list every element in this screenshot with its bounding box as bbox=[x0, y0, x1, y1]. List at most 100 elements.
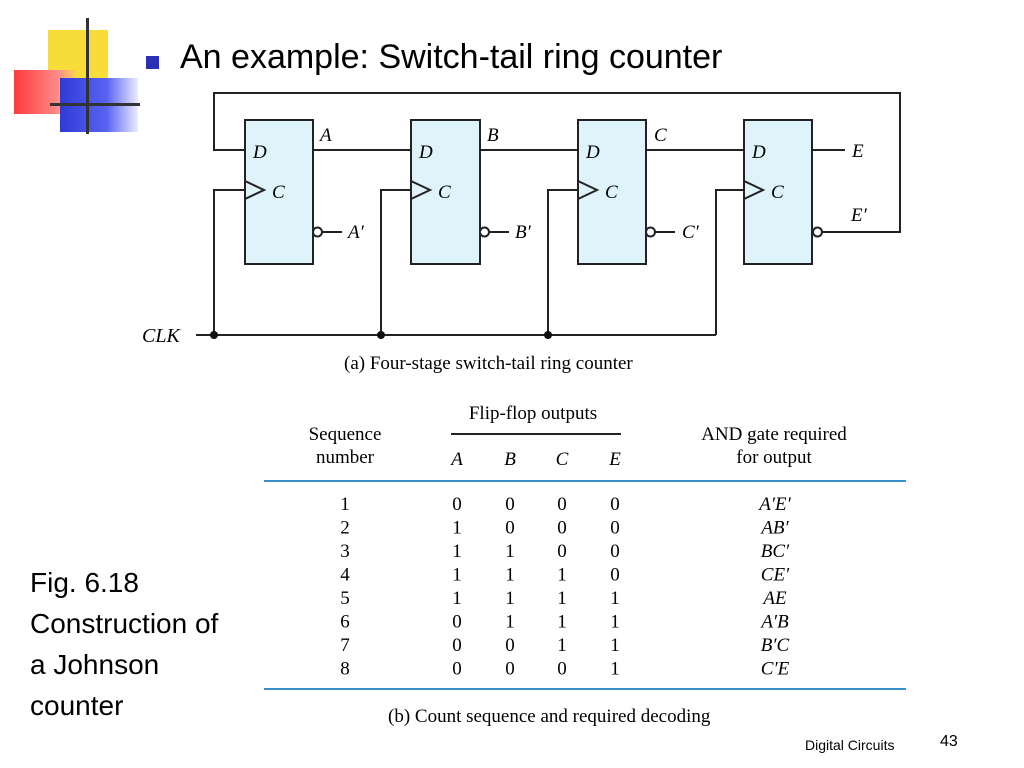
output-bit-cell: 0 bbox=[505, 518, 515, 539]
and-gate-cell: BC′ bbox=[761, 541, 790, 562]
output-bit-cell: 0 bbox=[610, 541, 620, 562]
output-bit-cell: 1 bbox=[557, 612, 567, 633]
title-bullet-icon bbox=[146, 56, 159, 69]
sequence-number-cell: 4 bbox=[340, 565, 350, 586]
sequence-number-cell: 2 bbox=[340, 518, 350, 539]
sequence-number-cell: 3 bbox=[340, 541, 350, 562]
d-pin-label: D bbox=[252, 142, 267, 163]
output-bit-cell: 0 bbox=[452, 635, 462, 656]
clock-wire-2 bbox=[380, 189, 411, 335]
output-bit-cell: 1 bbox=[452, 588, 462, 609]
output-bit-cell: 1 bbox=[557, 588, 567, 609]
junction-dot bbox=[544, 331, 552, 339]
output-bit-cell: 0 bbox=[610, 518, 620, 539]
q-bar-output-label: B′ bbox=[515, 222, 532, 243]
flipflop-3: D C C C′ bbox=[577, 119, 700, 265]
and-gate-cell: C′E bbox=[761, 659, 790, 680]
c-pin-label: C bbox=[771, 182, 784, 203]
header-output-e: E bbox=[608, 449, 621, 470]
flipflop-4: D C E E′ bbox=[743, 119, 868, 265]
junction-dot bbox=[377, 331, 385, 339]
q-bar-output-label: C′ bbox=[682, 222, 700, 243]
output-bit-cell: 1 bbox=[505, 588, 515, 609]
output-bit-cell: 1 bbox=[610, 588, 620, 609]
figure-caption: Fig. 6.18 Construction of a Johnson coun… bbox=[30, 567, 219, 721]
clk-label: CLK bbox=[142, 325, 181, 347]
output-bit-cell: 1 bbox=[557, 635, 567, 656]
output-bit-cell: 0 bbox=[557, 541, 567, 562]
output-bit-cell: 1 bbox=[505, 541, 515, 562]
output-bit-cell: 0 bbox=[557, 659, 567, 680]
and-gate-cell: B′C bbox=[761, 635, 790, 656]
header-flipflop-outputs: Flip-flop outputs bbox=[469, 403, 597, 424]
output-bit-cell: 0 bbox=[505, 659, 515, 680]
feedback-wire bbox=[213, 92, 901, 233]
q-output-label: E bbox=[851, 141, 864, 162]
table-row: 6 0 1 1 1 A′B bbox=[340, 612, 789, 633]
and-gate-cell: A′B bbox=[759, 612, 789, 633]
output-bit-cell: 1 bbox=[505, 612, 515, 633]
slide-title: An example: Switch-tail ring counter bbox=[180, 38, 723, 76]
q-bar-output-label: A′ bbox=[346, 222, 365, 243]
output-bit-cell: 0 bbox=[505, 494, 515, 515]
c-pin-label: C bbox=[605, 182, 618, 203]
output-bit-cell: 0 bbox=[452, 612, 462, 633]
sequence-number-cell: 6 bbox=[340, 612, 350, 633]
count-sequence-table: Sequence number Flip-flop outputs A B C … bbox=[264, 403, 906, 690]
table-row: 4 1 1 1 0 CE′ bbox=[340, 565, 790, 586]
flipflop-2: D C B B′ bbox=[410, 119, 532, 265]
header-output-c: C bbox=[556, 449, 569, 470]
diagram-caption: (a) Four-stage switch-tail ring counter bbox=[344, 353, 633, 374]
junction-dot bbox=[210, 331, 218, 339]
flipflop-1: D C A A′ bbox=[244, 119, 365, 265]
and-gate-cell: CE′ bbox=[761, 565, 790, 586]
d-pin-label: D bbox=[418, 142, 433, 163]
table-row: 7 0 0 1 1 B′C bbox=[340, 635, 789, 656]
d-pin-label: D bbox=[585, 142, 600, 163]
output-bit-cell: 1 bbox=[610, 612, 620, 633]
clock-wire-1 bbox=[213, 189, 245, 335]
footer-course-label: Digital Circuits bbox=[805, 737, 895, 753]
sequence-number-cell: 1 bbox=[340, 494, 350, 515]
header-output-b: B bbox=[504, 449, 516, 470]
and-gate-cell: AE bbox=[761, 588, 787, 609]
c-pin-label: C bbox=[438, 182, 451, 203]
output-bit-cell: 0 bbox=[610, 494, 620, 515]
and-gate-cell: A′E′ bbox=[757, 494, 791, 515]
sequence-number-cell: 7 bbox=[340, 635, 350, 656]
header-sequence-line2: number bbox=[316, 447, 375, 468]
table-row: 8 0 0 0 1 C′E bbox=[340, 659, 789, 680]
table-row: 3 1 1 0 0 BC′ bbox=[340, 541, 790, 562]
output-bit-cell: 0 bbox=[557, 494, 567, 515]
c-pin-label: C bbox=[272, 182, 285, 203]
logo-vertical-line bbox=[86, 18, 89, 134]
d-pin-label: D bbox=[751, 142, 766, 163]
output-bit-cell: 1 bbox=[452, 518, 462, 539]
logo-horizontal-line bbox=[50, 103, 140, 106]
output-bit-cell: 0 bbox=[505, 635, 515, 656]
page-number: 43 bbox=[940, 733, 958, 750]
sequence-number-cell: 5 bbox=[340, 588, 350, 609]
table-row: 5 1 1 1 1 AE bbox=[340, 588, 787, 609]
table-caption: (b) Count sequence and required decoding bbox=[388, 706, 711, 727]
output-bit-cell: 0 bbox=[452, 659, 462, 680]
output-bit-cell: 1 bbox=[452, 541, 462, 562]
output-bit-cell: 1 bbox=[610, 635, 620, 656]
output-bit-cell: 1 bbox=[610, 659, 620, 680]
header-and-line2: for output bbox=[736, 447, 812, 468]
output-bit-cell: 1 bbox=[557, 565, 567, 586]
output-bit-cell: 0 bbox=[557, 518, 567, 539]
q-output-label: B bbox=[487, 125, 499, 146]
q-output-label: C bbox=[654, 125, 667, 146]
output-bit-cell: 0 bbox=[610, 565, 620, 586]
sequence-number-cell: 8 bbox=[340, 659, 350, 680]
output-bit-cell: 1 bbox=[452, 565, 462, 586]
output-bit-cell: 0 bbox=[452, 494, 462, 515]
output-bit-cell: 1 bbox=[505, 565, 515, 586]
clock-wire-3 bbox=[547, 189, 578, 335]
table-row: 1 0 0 0 0 A′E′ bbox=[340, 494, 791, 515]
header-sequence-line1: Sequence bbox=[309, 424, 382, 445]
